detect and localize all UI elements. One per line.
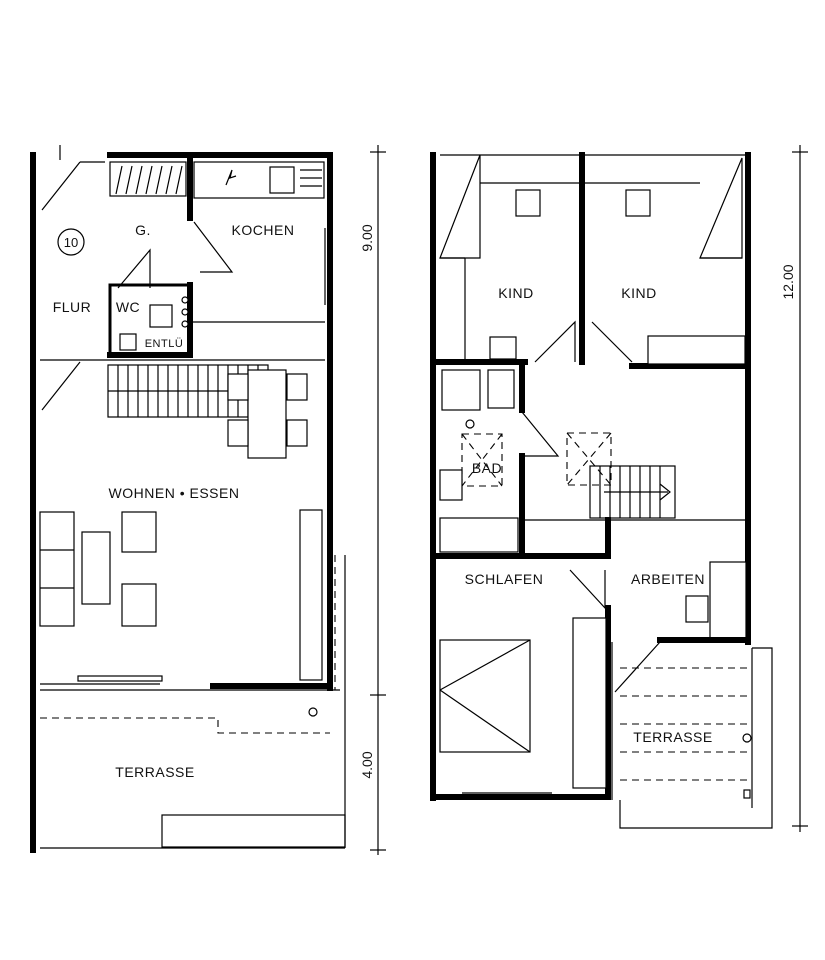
- gf-armchair-2: [121, 583, 157, 627]
- uf-label-kind-left: KIND: [498, 285, 533, 301]
- uf-bad-skylight: [461, 433, 503, 487]
- gf-label-wohnen-essen: WOHNEN • ESSEN: [109, 485, 240, 501]
- gf-wc-fixture-b: [181, 308, 189, 316]
- gf-wardrobe: [109, 161, 187, 197]
- uf-terrace-drain: [742, 733, 752, 743]
- uf-hall-skylight: [566, 432, 612, 486]
- uf-roof-slope-right: [699, 157, 743, 259]
- uf-schlafen-door: [569, 569, 606, 610]
- gf-sofa-cushions: [40, 549, 74, 589]
- uf-label-bad: BAD: [472, 460, 502, 476]
- gf-label-terrasse: TERRASSE: [115, 764, 194, 780]
- uf-arbeiten-shelf: [709, 561, 747, 641]
- uf-bed-cover: [439, 639, 531, 753]
- gf-wc-fixture-a: [181, 296, 189, 304]
- uf-bad-washbasin: [487, 369, 515, 409]
- uf-bad-shower: [441, 369, 481, 411]
- gf-label-flur: FLUR: [53, 299, 92, 315]
- gf-dimension-line: [370, 145, 386, 855]
- gf-wc-fixture-c: [181, 320, 189, 328]
- uf-bad-bathtub: [439, 517, 519, 553]
- gf-terrace-dashed-outline: [40, 717, 330, 734]
- uf-kind-door-right: [591, 321, 633, 363]
- uf-skylight-left: [515, 189, 541, 217]
- gf-armchair-1: [121, 511, 157, 553]
- gf-planter: [161, 814, 346, 848]
- uf-kind-wardrobe: [647, 335, 746, 365]
- uf-kind-door-left: [534, 320, 576, 363]
- gf-unit-number-badge: [57, 228, 85, 256]
- gf-label-garderobe: G.: [135, 222, 151, 238]
- gf-label-kochen: KOCHEN: [232, 222, 295, 238]
- gf-hood-symbol: [225, 169, 237, 186]
- gf-kitchen-counter: [193, 161, 325, 199]
- gf-sideboard: [299, 509, 323, 681]
- uf-label-terrasse: TERRASSE: [633, 729, 712, 745]
- uf-terrace-pergola: [620, 667, 752, 781]
- uf-label-arbeiten: ARBEITEN: [631, 571, 705, 587]
- gf-chair-3: [227, 373, 249, 401]
- gf-flur-door: [41, 361, 81, 411]
- uf-skylight-right: [625, 189, 651, 217]
- gf-stove: [300, 169, 322, 187]
- uf-bed: [439, 639, 531, 753]
- gf-kitchen-door: [193, 221, 234, 273]
- uf-staircase: [589, 465, 676, 519]
- ground-floor-plan: 10 G. KOCHEN FLUR WC ENTLÜ WOHNEN • ESSE…: [30, 145, 386, 855]
- uf-dim-total-depth: 12.00: [780, 264, 796, 299]
- uf-schlafen-wardrobe: [572, 617, 607, 789]
- gf-dim-house-depth: 9.00: [359, 224, 375, 251]
- gf-window-sill: [77, 675, 163, 682]
- uf-terrace-outline: [619, 647, 773, 829]
- uf-arbeiten-desk: [685, 595, 709, 623]
- gf-chair-1: [286, 373, 308, 401]
- gf-dining-table: [247, 369, 287, 459]
- uf-hall-skylight-cross: [566, 432, 612, 486]
- gf-coffee-table: [81, 531, 111, 605]
- uf-bad-drain: [465, 419, 475, 429]
- upper-floor-plan: KIND KIND BAD SCHLAFEN ARBEITEN TERRASSE…: [430, 145, 808, 832]
- uf-label-kind-right: KIND: [621, 285, 656, 301]
- gf-chair-4: [227, 419, 249, 447]
- gf-entry-door-leaf: [41, 161, 81, 211]
- gf-sofa: [39, 511, 75, 627]
- uf-kind-desk: [489, 336, 517, 360]
- gf-sink: [269, 166, 295, 194]
- gf-wc-door: [117, 248, 151, 289]
- gf-terrace-drain: [308, 707, 318, 717]
- gf-label-entlueftung: ENTLÜ: [145, 338, 184, 350]
- uf-terrace-post: [743, 789, 751, 799]
- gf-wc-toilet: [119, 333, 137, 351]
- gf-chair-2: [286, 419, 308, 447]
- uf-label-schlafen: SCHLAFEN: [465, 571, 544, 587]
- gf-dim-terrace-depth: 4.00: [359, 751, 375, 778]
- uf-terrace-door: [614, 641, 661, 693]
- uf-dimension-line: [792, 145, 808, 832]
- gf-label-wc: WC: [116, 299, 140, 315]
- uf-bad-door: [521, 411, 560, 457]
- gf-wc-basin: [149, 304, 173, 328]
- uf-roof-slope-left: [439, 154, 481, 259]
- uf-bad-toilet: [439, 469, 463, 501]
- gf-wardrobe-hatch: [115, 165, 183, 195]
- gf-unit-number: 10: [64, 235, 78, 250]
- uf-bad-skylight-cross: [461, 433, 503, 487]
